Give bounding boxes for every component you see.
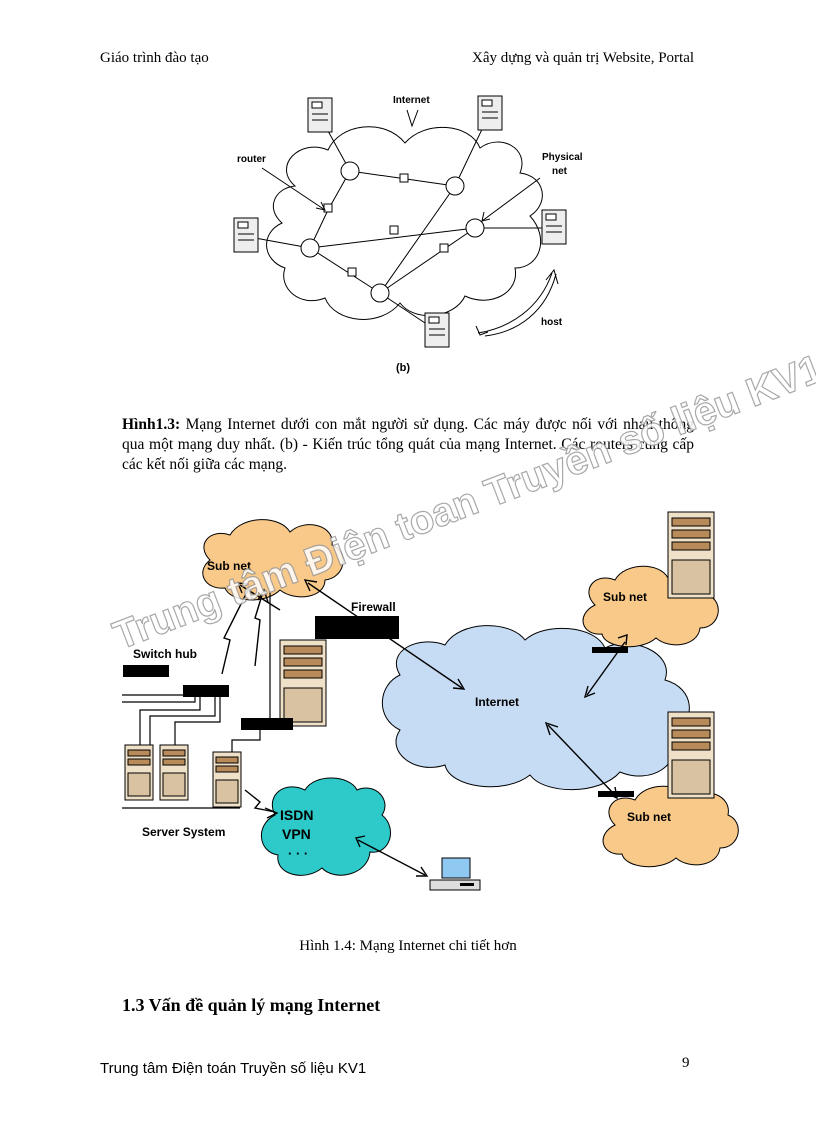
host-icon bbox=[233, 217, 259, 253]
routers bbox=[300, 161, 485, 303]
internet-label: Internet bbox=[475, 695, 519, 709]
switch-bar bbox=[241, 718, 293, 730]
internet-cloud-outline bbox=[266, 126, 543, 320]
host-label: host bbox=[541, 317, 563, 328]
switch-bar bbox=[123, 665, 169, 677]
computer-icon bbox=[429, 857, 481, 891]
router-icon bbox=[465, 218, 485, 238]
figure-b-label: (b) bbox=[396, 362, 410, 374]
router-icon bbox=[370, 283, 390, 303]
server-system-label: Server System bbox=[142, 825, 225, 839]
server-icon bbox=[124, 744, 154, 801]
router-icon bbox=[300, 238, 320, 258]
vpn-label: VPN bbox=[282, 826, 311, 842]
header-left: Giáo trình đào tạo bbox=[100, 50, 209, 66]
host-icon bbox=[424, 312, 450, 348]
server-icon bbox=[667, 711, 715, 799]
switch-hub-label: Switch hub bbox=[133, 647, 197, 661]
net-label: net bbox=[552, 166, 568, 177]
server-icon bbox=[279, 639, 327, 727]
router-bar bbox=[592, 647, 628, 653]
isdn-cloud bbox=[260, 777, 391, 876]
router-icon bbox=[445, 176, 465, 196]
wiring bbox=[122, 592, 271, 809]
server-icon bbox=[159, 744, 189, 801]
caption-prefix: Hình1.3: bbox=[122, 416, 181, 433]
network-node-icon bbox=[389, 225, 399, 235]
firewall-device bbox=[315, 616, 399, 639]
network-node-icon bbox=[347, 267, 357, 277]
server-icon bbox=[667, 511, 715, 599]
network-node-icon bbox=[399, 173, 409, 183]
footer-left: Trung tâm Điện toán Truyền số liệu KV1 bbox=[100, 1060, 367, 1077]
isdn-label: ISDN bbox=[280, 807, 313, 823]
subnet-label: Sub net bbox=[627, 810, 671, 824]
internet-label: Internet bbox=[393, 95, 430, 106]
page-number: 9 bbox=[682, 1055, 690, 1071]
host-icon bbox=[307, 97, 333, 133]
header-right: Xây dựng và quản trị Website, Portal bbox=[472, 50, 695, 66]
subnet-label: Sub net bbox=[603, 590, 647, 604]
router-label: router bbox=[237, 154, 266, 165]
physical-label: Physical bbox=[542, 152, 583, 163]
subnet-cloud bbox=[602, 785, 739, 868]
hosts bbox=[233, 95, 567, 348]
figure-b-diagram: Internet router Physical net host (b) bbox=[233, 95, 583, 374]
subnet-label: Sub net bbox=[207, 559, 251, 573]
host-icon bbox=[541, 209, 567, 245]
section-title: 1.3 Vấn đề quản lý mạng Internet bbox=[122, 995, 381, 1015]
dots-label: · · · bbox=[288, 846, 308, 861]
firewall-label: Firewall bbox=[351, 600, 396, 614]
figure-1-4-caption: Hình 1.4: Mạng Internet chi tiết hơn bbox=[299, 938, 517, 954]
network-node-icon bbox=[439, 243, 449, 253]
host-icon bbox=[477, 95, 503, 131]
connection-arrows bbox=[221, 579, 628, 877]
figure-1-3-caption: Hình1.3: Mạng Internet dưới con mắt ngườ… bbox=[122, 415, 694, 475]
caption-text: Mạng Internet dưới con mắt người sử dụng… bbox=[122, 416, 694, 473]
server-icon bbox=[212, 751, 242, 808]
router-icon bbox=[340, 161, 360, 181]
switch-bar bbox=[183, 685, 229, 697]
pointer-arrows bbox=[261, 109, 559, 337]
figure-1-4-diagram: Sub net Sub net Sub net Firewall Switch … bbox=[122, 511, 739, 891]
watermark: Trung tâm Điện toan Truyền số liệu KV1 bbox=[107, 347, 816, 659]
